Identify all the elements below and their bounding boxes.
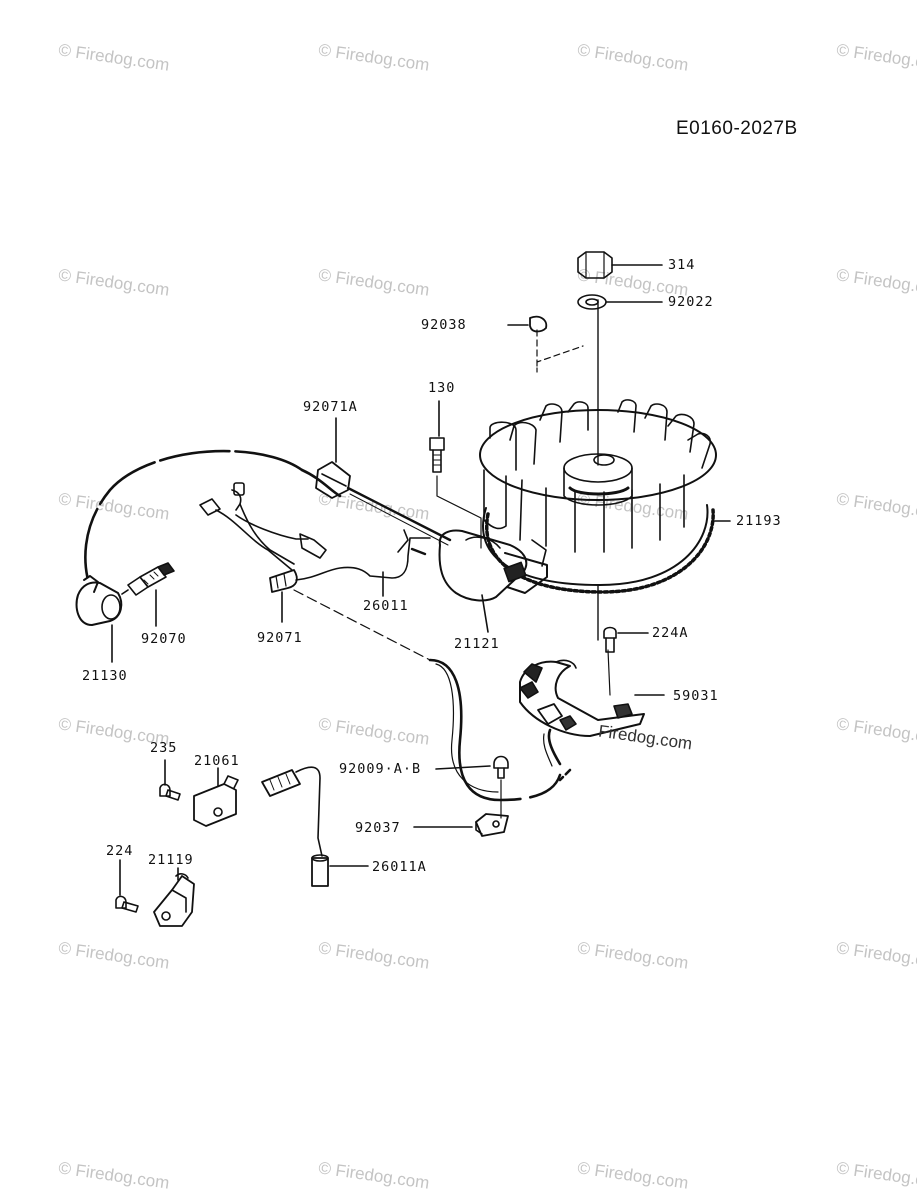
part-label-92071: 92071 (257, 630, 303, 646)
screw-224A (603, 626, 617, 653)
screw-224 (115, 895, 139, 913)
bracket-21061 (193, 775, 239, 827)
bolt-130-axis-line (436, 475, 482, 549)
leader-line (481, 594, 489, 633)
spark-plug-92070 (121, 562, 175, 596)
harness-connector-line (410, 547, 427, 556)
part-label-26011: 26011 (363, 598, 409, 614)
nut-314 (577, 251, 613, 279)
part-label-92070: 92070 (141, 631, 187, 647)
key-92038 (529, 315, 584, 373)
ignition-coil-21121 (438, 529, 548, 602)
part-label-92009AB: 92009·A·B (339, 761, 422, 777)
part-label-26011A: 26011A (372, 859, 427, 875)
ignition-cable (84, 449, 304, 582)
stop-wire-26011A (261, 658, 562, 887)
part-label-21119: 21119 (148, 852, 194, 868)
flywheel-21193 (479, 399, 717, 594)
part-label-224A: 224A (652, 625, 689, 641)
harness-axis-line (293, 589, 431, 661)
wire-harness-92071 (199, 482, 431, 593)
clamp-92037 (475, 813, 509, 837)
screw-axis-line (607, 649, 611, 696)
ignition-unit-59031 (519, 659, 645, 782)
part-label-59031: 59031 (673, 688, 719, 704)
screw-235 (159, 783, 181, 801)
part-label-130: 130 (428, 380, 456, 396)
screw-92009AB (493, 755, 509, 819)
stud-92071A (315, 461, 452, 546)
plug-cap-21130 (75, 575, 123, 626)
stop-switch-21119 (153, 873, 195, 927)
part-label-21121: 21121 (454, 636, 500, 652)
leader-line (435, 765, 491, 770)
part-label-314: 314 (668, 257, 696, 273)
bolt-130 (429, 437, 445, 473)
diagram-id: E0160-2027B (676, 118, 798, 139)
part-label-92022: 92022 (668, 294, 714, 310)
part-label-235: 235 (150, 740, 178, 756)
part-label-92037: 92037 (355, 820, 401, 836)
part-label-92071A: 92071A (303, 399, 358, 415)
part-label-21193: 21193 (736, 513, 782, 529)
part-label-21130: 21130 (82, 668, 128, 684)
part-label-21061: 21061 (194, 753, 240, 769)
part-label-92038: 92038 (421, 317, 467, 333)
part-label-224: 224 (106, 843, 134, 859)
washer-92022 (577, 294, 607, 310)
